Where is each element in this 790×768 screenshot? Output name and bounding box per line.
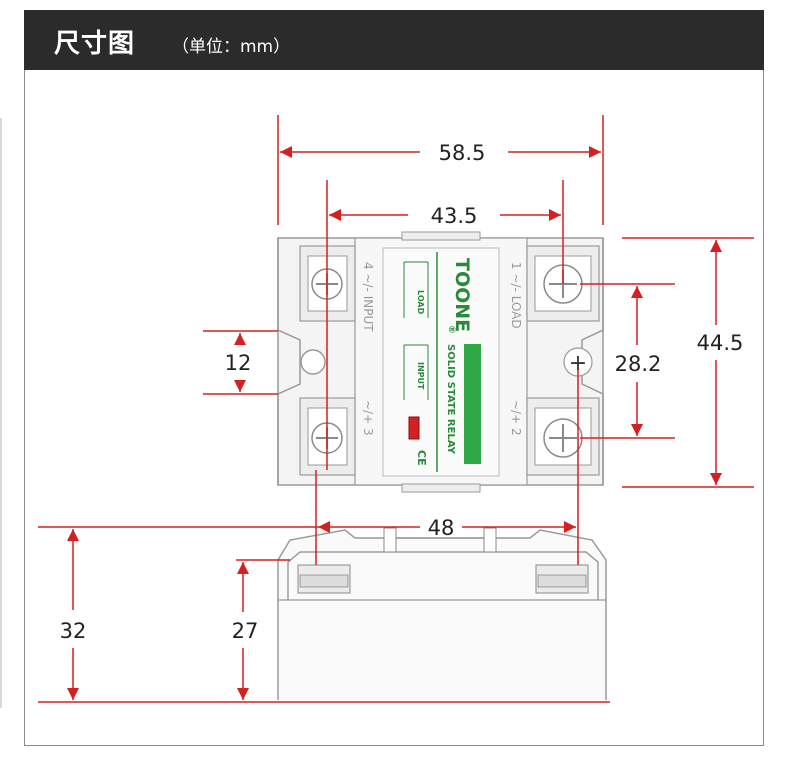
dim-base-width: 48 [428, 516, 455, 540]
product-name: SOLID STATE RELAY [445, 344, 456, 455]
dim-total-height: 32 [60, 619, 87, 643]
dim-hole-diameter: 12 [225, 351, 252, 375]
registered-mark: ® [446, 325, 456, 334]
relay-top-view: + 1 ~/- LOAD ~/+ 2 4 ~/- INPUT ~/+ 3 TOO… [277, 231, 604, 493]
dim-overall-height: 44.5 [697, 331, 744, 355]
dim-overall-width: 58.5 [439, 141, 486, 165]
input-label: INPUT [416, 362, 425, 390]
page-title: 尺寸图 [54, 29, 136, 59]
led-indicator [408, 416, 420, 440]
screw-icon [543, 418, 583, 458]
plus-sign: + [569, 351, 587, 376]
header-bar: 尺寸图 （单位：mm） [24, 10, 764, 70]
dimension-lines [38, 115, 754, 703]
relay-side-view [277, 527, 607, 700]
green-label-bar [464, 344, 481, 464]
mounting-hole [300, 349, 326, 375]
load-label: LOAD [416, 290, 425, 315]
terminal-2-label: ~/+ 2 [509, 400, 523, 436]
terminal-4-label: 4 ~/- INPUT [361, 262, 375, 332]
dim-body-height: 27 [232, 619, 259, 643]
brand-name: TOONE [451, 258, 473, 332]
terminal-3-label: ~/+ 3 [361, 400, 375, 436]
dim-terminal-spacing: 28.2 [615, 352, 662, 376]
left-edge-mark [0, 118, 2, 708]
unit-note: （单位：mm） [172, 37, 291, 57]
ce-mark: CE [415, 450, 428, 466]
dim-mount-spacing: 43.5 [431, 204, 478, 228]
terminal-1-label: 1 ~/- LOAD [509, 262, 523, 329]
